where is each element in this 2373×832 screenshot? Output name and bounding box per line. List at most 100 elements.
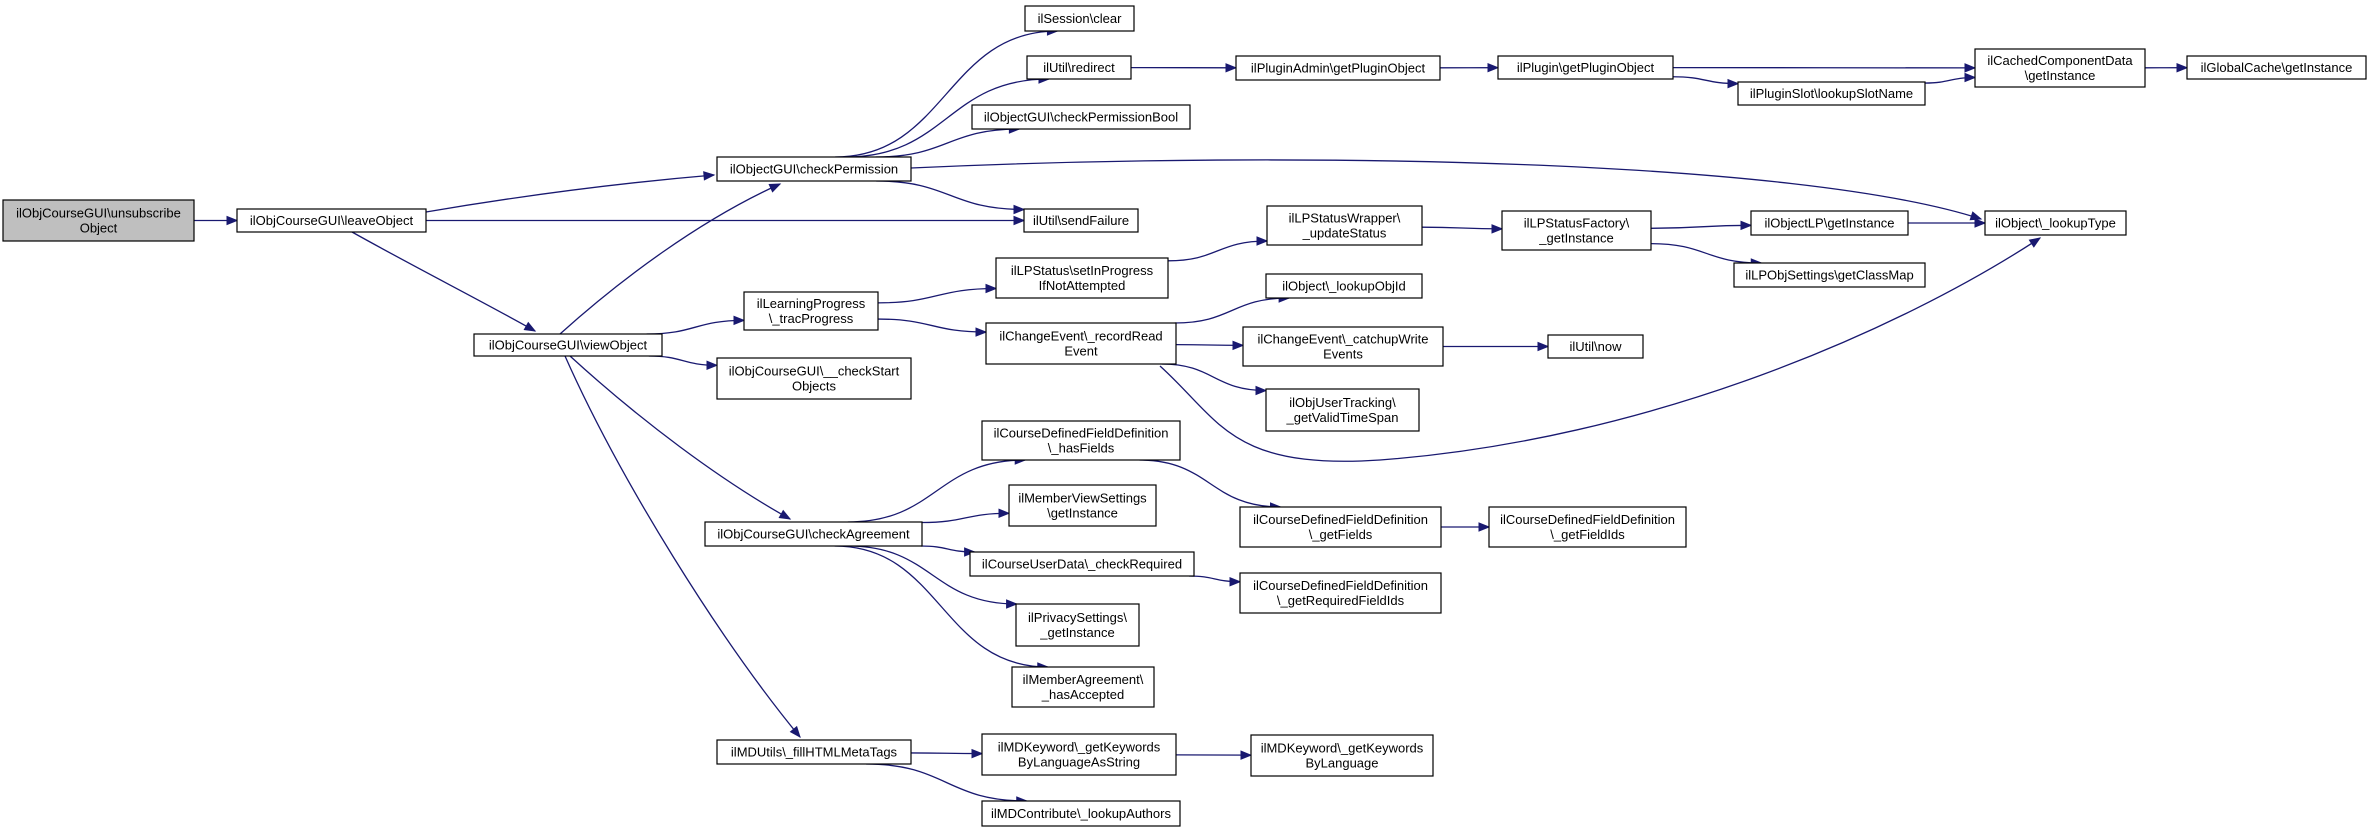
node-label-checkRequired-0: ilCourseUserData\_checkRequired [982, 557, 1182, 572]
node-label-getFields-1: \_getFields [1309, 527, 1373, 542]
node-label-updateStatus-0: ilLPStatusWrapper\ [1289, 211, 1401, 226]
node-box-viewObject[interactable] [473, 333, 663, 357]
node-fillMeta[interactable]: ilMDUtils\_fillHTMLMetaTags [716, 739, 912, 765]
node-box-setInProgress[interactable] [995, 257, 1169, 299]
edge-viewObject-to-tracProgress-arrowhead [733, 315, 746, 326]
node-box-lookupAuthors[interactable] [981, 800, 1181, 827]
node-box-pluginAdmin[interactable] [1235, 55, 1441, 81]
node-sessionClear[interactable]: ilSession\clear [1024, 5, 1135, 32]
edge-setInProgress-to-updateStatus-arrowhead [1256, 236, 1269, 246]
node-box-checkStart[interactable] [716, 357, 912, 400]
node-userTracking[interactable]: ilObjUserTracking\_getValidTimeSpan [1265, 388, 1420, 432]
node-lpObjSettings[interactable]: ilLPObjSettings\getClassMap [1733, 262, 1926, 288]
edge-viewObject-to-tracProgress [646, 319, 745, 335]
node-box-leaveObject[interactable] [236, 208, 427, 233]
node-label-kwByLang-1: ByLanguage [1305, 756, 1378, 771]
node-box-pluginSlot[interactable] [1737, 81, 1926, 106]
node-box-lpObjSettings[interactable] [1733, 262, 1926, 288]
node-utilNow[interactable]: ilUtil\now [1547, 334, 1644, 359]
node-leaveObject[interactable]: ilObjCourseGUI\leaveObject [236, 208, 427, 233]
node-cachedComponent[interactable]: ilCachedComponentData\getInstance [1974, 48, 2146, 88]
node-label-globalCache-0: ilGlobalCache\getInstance [2201, 60, 2353, 75]
node-checkPermission[interactable]: ilObjectGUI\checkPermission [716, 156, 912, 182]
node-box-getRequiredFieldIds[interactable] [1239, 572, 1442, 614]
edge-catchupWrite-to-utilNow-arrowhead [1537, 341, 1550, 352]
node-box-hasFields[interactable] [981, 420, 1181, 461]
node-pluginAdmin[interactable]: ilPluginAdmin\getPluginObject [1235, 55, 1441, 81]
node-box-hasAccepted[interactable] [1011, 666, 1155, 708]
node-box-sessionClear[interactable] [1024, 5, 1135, 32]
node-box-catchupWrite[interactable] [1242, 326, 1444, 367]
node-box-utilNow[interactable] [1547, 334, 1644, 359]
node-box-lookupType[interactable] [1984, 210, 2127, 236]
edge-pluginGet-to-pluginSlot-arrowhead [1727, 78, 1740, 89]
node-memberView[interactable]: ilMemberViewSettings\getInstance [1008, 484, 1157, 527]
node-hasAccepted[interactable]: ilMemberAgreement\_hasAccepted [1011, 666, 1155, 708]
node-pluginGet[interactable]: ilPlugin\getPluginObject [1497, 55, 1674, 80]
node-globalCache[interactable]: ilGlobalCache\getInstance [2186, 55, 2367, 80]
node-box-sendFailure[interactable] [1023, 208, 1139, 233]
node-label-kwByLang-0: ilMDKeyword\_getKeywords [1261, 741, 1424, 756]
node-box-userTracking[interactable] [1265, 388, 1420, 432]
node-statusFactory[interactable]: ilLPStatusFactory\_getInstance [1501, 210, 1652, 251]
node-box-getFieldIds[interactable] [1488, 506, 1687, 548]
node-lookupObjId[interactable]: ilObject\_lookupObjId [1265, 273, 1423, 299]
node-utilRedirect[interactable]: ilUtil\redirect [1026, 55, 1132, 80]
node-box-objectLP[interactable] [1750, 210, 1909, 236]
node-box-memberView[interactable] [1008, 484, 1157, 527]
node-lookupAuthors[interactable]: ilMDContribute\_lookupAuthors [981, 800, 1181, 827]
node-box-lookupObjId[interactable] [1265, 273, 1423, 299]
node-label-sessionClear-0: ilSession\clear [1038, 11, 1122, 26]
edge-checkAgreement-to-hasFields [847, 459, 1026, 523]
node-label-lpObjSettings-0: ilLPObjSettings\getClassMap [1745, 268, 1913, 283]
node-box-utilRedirect[interactable] [1026, 55, 1132, 80]
node-box-kwAsString[interactable] [981, 733, 1177, 776]
node-getRequiredFieldIds[interactable]: ilCourseDefinedFieldDefinition\_getRequi… [1239, 572, 1442, 614]
node-box-globalCache[interactable] [2186, 55, 2367, 80]
node-checkAgreement[interactable]: ilObjCourseGUI\checkAgreement [704, 521, 923, 547]
edge-cachedComponent-to-globalCache-arrowhead [2176, 62, 2189, 73]
node-viewObject[interactable]: ilObjCourseGUI\viewObject [473, 333, 663, 357]
node-box-checkPermissionBool[interactable] [971, 104, 1191, 130]
node-box-recordRead[interactable] [985, 322, 1177, 365]
node-objectLP[interactable]: ilObjectLP\getInstance [1750, 210, 1909, 236]
node-box-unsubscribe[interactable] [2, 199, 195, 242]
node-label-memberView-0: ilMemberViewSettings [1018, 491, 1147, 506]
node-tracProgress[interactable]: ilLearningProgress\_tracProgress [743, 291, 879, 331]
node-box-tracProgress[interactable] [743, 291, 879, 331]
node-box-checkAgreement[interactable] [704, 521, 923, 547]
node-box-updateStatus[interactable] [1266, 205, 1423, 246]
node-pluginSlot[interactable]: ilPluginSlot\lookupSlotName [1737, 81, 1926, 106]
node-box-kwByLang[interactable] [1250, 734, 1434, 777]
node-label-lookupAuthors-0: ilMDContribute\_lookupAuthors [991, 806, 1171, 821]
node-sendFailure[interactable]: ilUtil\sendFailure [1023, 208, 1139, 233]
node-lookupType[interactable]: ilObject\_lookupType [1984, 210, 2127, 236]
node-getFieldIds[interactable]: ilCourseDefinedFieldDefinition\_getField… [1488, 506, 1687, 548]
node-kwAsString[interactable]: ilMDKeyword\_getKeywordsByLanguageAsStri… [981, 733, 1177, 776]
node-box-checkRequired[interactable] [969, 551, 1195, 577]
edge-viewObject-to-checkPermission [559, 183, 781, 335]
node-checkRequired[interactable]: ilCourseUserData\_checkRequired [969, 551, 1195, 577]
node-checkPermissionBool[interactable]: ilObjectGUI\checkPermissionBool [971, 104, 1191, 130]
node-box-fillMeta[interactable] [716, 739, 912, 765]
node-box-getFields[interactable] [1239, 506, 1442, 548]
edge-checkPermission-to-utilRedirect [845, 78, 1049, 158]
node-box-checkPermission[interactable] [716, 156, 912, 182]
edge-updateStatus-to-statusFactory [1421, 226, 1503, 230]
node-privacy[interactable]: ilPrivacySettings\_getInstance [1015, 603, 1140, 647]
node-getFields[interactable]: ilCourseDefinedFieldDefinition\_getField… [1239, 506, 1442, 548]
node-updateStatus[interactable]: ilLPStatusWrapper\_updateStatus [1266, 205, 1423, 246]
node-box-pluginGet[interactable] [1497, 55, 1674, 80]
node-label-getRequiredFieldIds-1: \_getRequiredFieldIds [1277, 593, 1405, 608]
node-box-statusFactory[interactable] [1501, 210, 1652, 251]
node-box-cachedComponent[interactable] [1974, 48, 2146, 88]
node-label-cachedComponent-0: ilCachedComponentData [1987, 53, 2133, 68]
node-box-privacy[interactable] [1015, 603, 1140, 647]
node-hasFields[interactable]: ilCourseDefinedFieldDefinition\_hasField… [981, 420, 1181, 461]
